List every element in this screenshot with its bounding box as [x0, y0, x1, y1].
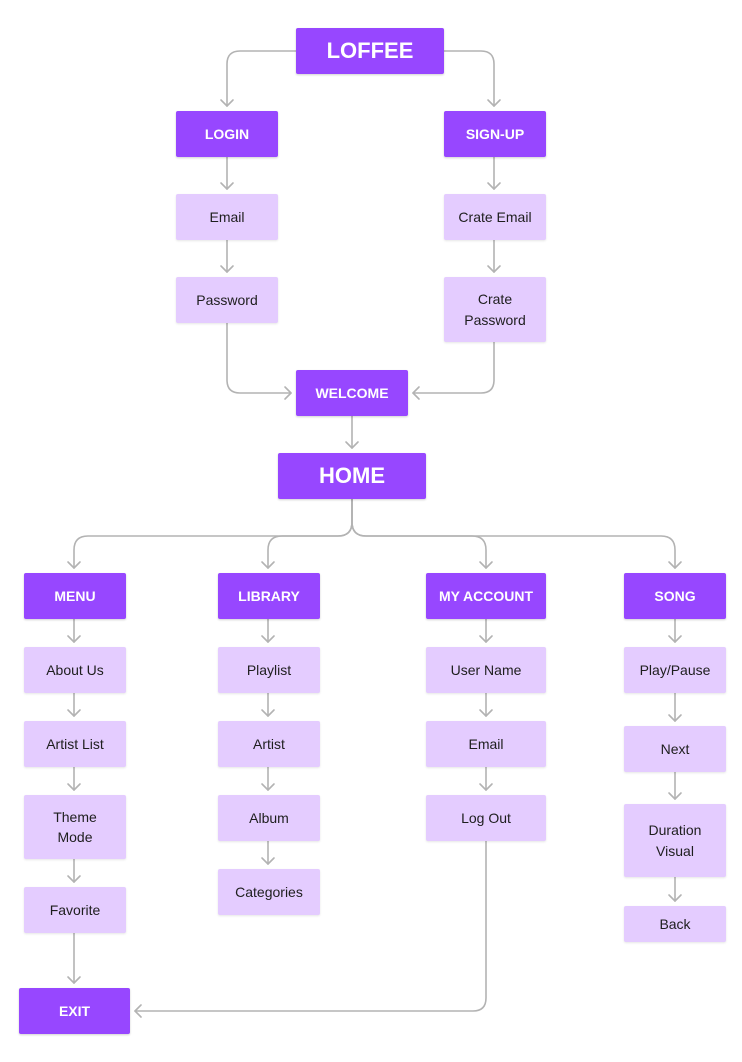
node-song: SONG [624, 573, 726, 619]
node-login-password-label: Password [196, 291, 258, 308]
arrowhead-login [220, 99, 234, 107]
node-artist-list: Artist List [24, 721, 126, 767]
node-favorite-label: Favorite [49, 901, 101, 918]
arrowhead-categories [261, 857, 275, 865]
node-signup-label: SIGN-UP [465, 125, 525, 142]
arrowhead-theme-mode [67, 783, 81, 791]
arrowhead-create-email [487, 182, 501, 190]
node-login-label: LOGIN [204, 125, 250, 142]
node-library: LIBRARY [218, 573, 320, 619]
node-album-label: Album [249, 809, 289, 826]
node-favorite: Favorite [24, 887, 126, 933]
node-playlist: Playlist [218, 647, 320, 693]
node-home-label: HOME [319, 463, 385, 489]
node-loffee-label: LOFFEE [326, 38, 414, 64]
arrowhead-exit [134, 1004, 142, 1018]
node-user-name-label: User Name [450, 661, 522, 678]
connector-home-to-my-account [351, 498, 487, 569]
node-login-email-label: Email [209, 208, 245, 225]
node-theme-mode-label: Theme Mode [53, 808, 97, 845]
node-next-label: Next [660, 740, 690, 757]
arrowhead-welcome [284, 386, 292, 400]
arrowhead-album [261, 783, 275, 791]
arrowhead-favorite [67, 875, 81, 883]
arrowhead-user-name [479, 635, 493, 643]
node-menu-label: MENU [54, 587, 96, 604]
arrowhead-back [668, 894, 682, 902]
node-artist: Artist [218, 721, 320, 767]
arrowhead-play-pause [668, 635, 682, 643]
arrowhead-song [668, 561, 682, 569]
node-my-account: MY ACCOUNT [426, 573, 546, 619]
node-account-email: Email [426, 721, 546, 767]
connector-loffee-to-login [226, 50, 297, 107]
node-next: Next [624, 726, 726, 772]
arrowhead-duration-visual [668, 792, 682, 800]
node-exit-label: EXIT [58, 1002, 91, 1019]
node-log-out: Log Out [426, 795, 546, 841]
node-signup: SIGN-UP [444, 111, 546, 157]
arrowhead-welcome [412, 386, 420, 400]
arrowhead-create-password [487, 265, 501, 273]
node-album: Album [218, 795, 320, 841]
arrowhead-about-us [67, 635, 81, 643]
connector-home-to-library [267, 498, 353, 569]
node-login-email: Email [176, 194, 278, 240]
node-loffee: LOFFEE [296, 28, 444, 74]
node-login: LOGIN [176, 111, 278, 157]
node-log-out-label: Log Out [461, 809, 511, 826]
node-library-label: LIBRARY [238, 587, 300, 604]
node-create-password: Crate Password [444, 277, 546, 342]
node-welcome-label: WELCOME [315, 384, 389, 401]
arrowhead-next [668, 714, 682, 722]
connector-loffee-to-signup [443, 50, 495, 107]
node-create-email: Crate Email [444, 194, 546, 240]
connector-home-to-song [351, 498, 676, 569]
arrowhead-signup [487, 99, 501, 107]
node-theme-mode: Theme Mode [24, 795, 126, 859]
arrowhead-library [261, 561, 275, 569]
arrowhead-artist-list [67, 709, 81, 717]
connector-create-password-to-welcome [412, 341, 495, 394]
arrowhead-login-password [220, 265, 234, 273]
arrowhead-my-account [479, 561, 493, 569]
arrowhead-log-out [479, 783, 493, 791]
arrowhead-home [345, 441, 359, 449]
arrowhead-menu [67, 561, 81, 569]
node-create-password-label: Crate Password [464, 291, 526, 328]
node-playlist-label: Playlist [246, 661, 292, 678]
node-create-email-label: Crate Email [458, 208, 532, 225]
node-about-us-label: About Us [46, 661, 104, 678]
node-account-email-label: Email [468, 735, 504, 752]
arrowhead-artist [261, 709, 275, 717]
node-my-account-label: MY ACCOUNT [438, 587, 534, 604]
node-exit: EXIT [19, 988, 130, 1034]
arrowhead-account-email [479, 709, 493, 717]
node-login-password: Password [176, 277, 278, 323]
node-duration-visual-label: Duration Visual [648, 822, 702, 859]
node-back-label: Back [659, 915, 691, 932]
node-about-us: About Us [24, 647, 126, 693]
node-back: Back [624, 906, 726, 942]
node-categories-label: Categories [235, 883, 303, 900]
node-song-label: SONG [654, 587, 696, 604]
node-artist-list-label: Artist List [46, 735, 104, 752]
node-home: HOME [278, 453, 426, 499]
node-user-name: User Name [426, 647, 546, 693]
arrowhead-playlist [261, 635, 275, 643]
connector-log-out-to-exit [134, 840, 487, 1012]
connector-login-password-to-welcome [226, 322, 292, 394]
node-categories: Categories [218, 869, 320, 915]
node-play-pause-label: Play/Pause [639, 661, 711, 678]
connector-home-to-menu [73, 498, 353, 569]
node-duration-visual: Duration Visual [624, 804, 726, 877]
node-artist-label: Artist [253, 735, 285, 752]
node-welcome: WELCOME [296, 370, 408, 416]
arrowhead-exit [67, 976, 81, 984]
node-menu: MENU [24, 573, 126, 619]
node-play-pause: Play/Pause [624, 647, 726, 693]
arrowhead-login-email [220, 182, 234, 190]
